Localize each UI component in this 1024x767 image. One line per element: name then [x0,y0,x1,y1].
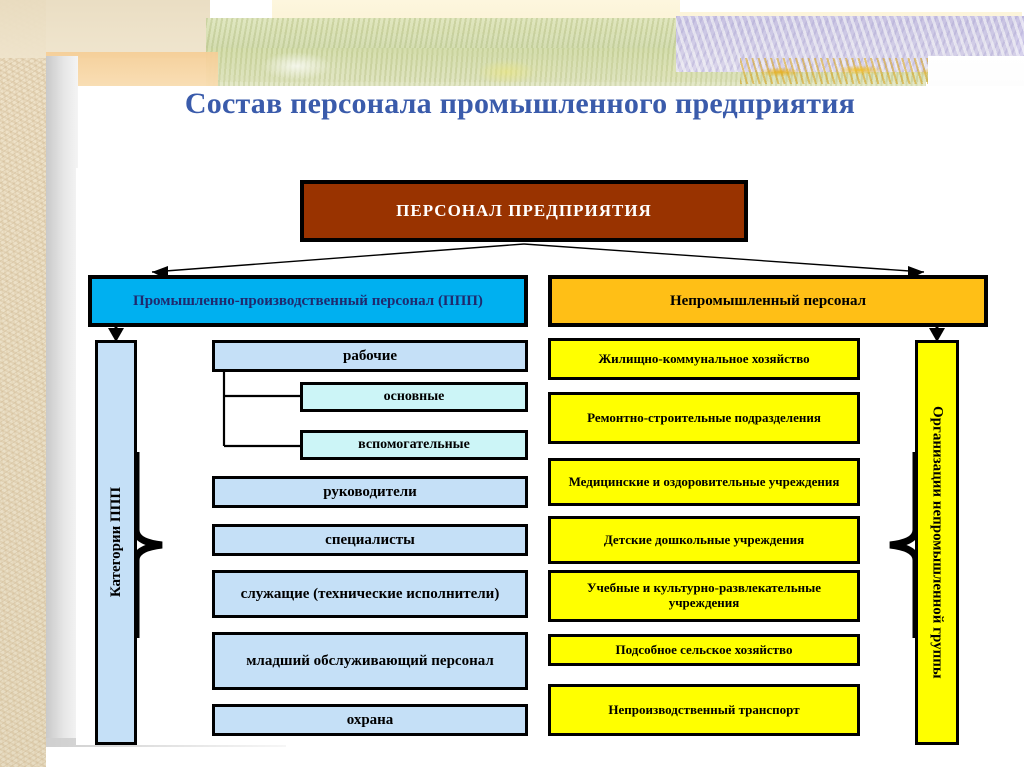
box-specialists[interactable]: специалисты [212,524,528,556]
right-curly-brace [889,452,920,638]
top-left-tan-band [0,0,210,58]
box-preschool-institutions-label: Детские дошкольные учреждения [603,531,805,547]
box-nonproduction-transport[interactable]: Непроизводственный транспорт [548,684,860,736]
box-housing-utilities[interactable]: Жилищно-коммунальное хозяйство [548,338,860,380]
box-nonindustrial-orgs-sidebar[interactable]: Организации непромышленной группы [915,340,959,745]
white-notch-block [928,56,1024,86]
box-industrial-production-personnel[interactable]: Промышленно-производственный персонал (П… [88,275,528,327]
box-nonproduction-transport-label: Непроизводственный транспорт [608,701,800,717]
box-clerks[interactable]: служащие (технические исполнители) [212,570,528,618]
box-root-personnel[interactable]: ПЕРСОНАЛ ПРЕДПРИЯТИЯ [300,180,748,242]
white-top-strip [680,0,1024,12]
box-nonprom-label: Непромышленный персонал [669,292,867,309]
box-managers-label: руководители [323,483,417,500]
box-workers-auxiliary[interactable]: вспомогательные [300,430,528,460]
box-subsidiary-farming-label: Подсобное сельское хозяйство [615,641,793,657]
box-junior-service-staff[interactable]: младший обслуживающий персонал [212,632,528,690]
box-cat-label: Категории ППП [107,487,124,598]
page-title: Состав персонала промышленного предприят… [184,87,856,120]
left-curly-brace [132,452,163,638]
box-repair-construction[interactable]: Ремонтно-строительные подразделения [548,392,860,444]
box-ppp-categories-sidebar[interactable]: Категории ППП [95,340,137,745]
box-managers[interactable]: руководители [212,476,528,508]
box-org-label: Организации непромышленной группы [929,406,946,679]
box-subsidiary-farming[interactable]: Подсобное сельское хозяйство [548,634,860,666]
box-clerks-label: служащие (технические исполнители) [240,585,500,602]
box-workers-auxiliary-label: вспомогательные [358,437,470,453]
box-security-label: охрана [346,711,394,728]
box-ppp-label: Промышленно-производственный персонал (П… [133,292,483,309]
box-specialists-label: специалисты [325,531,415,548]
box-educational-cultural-label: Учебные и культурно-развлекательные учре… [586,580,822,610]
left-texture-border [0,0,46,767]
box-workers[interactable]: рабочие [212,340,528,372]
box-security[interactable]: охрана [212,704,528,736]
box-junior-service-staff-label: младший обслуживающий персонал [246,652,494,669]
box-workers-label: рабочие [342,347,398,364]
box-medical-institutions-label: Медицинские и оздоровительные учреждения [568,473,840,489]
box-housing-utilities-label: Жилищно-коммунальное хозяйство [598,350,810,366]
gray-gradient-strip [46,56,78,747]
box-workers-main[interactable]: основные [300,382,528,412]
box-preschool-institutions[interactable]: Детские дошкольные учреждения [548,516,860,564]
box-workers-main-label: основные [383,389,445,405]
box-non-industrial-personnel[interactable]: Непромышленный персонал [548,275,988,327]
box-root-label: ПЕРСОНАЛ ПРЕДПРИЯТИЯ [396,201,652,221]
box-repair-construction-label: Ремонтно-строительные подразделения [587,409,821,425]
box-medical-institutions[interactable]: Медицинские и оздоровительные учреждения [548,458,860,506]
box-educational-cultural[interactable]: Учебные и культурно-развлекательные учре… [548,570,860,622]
